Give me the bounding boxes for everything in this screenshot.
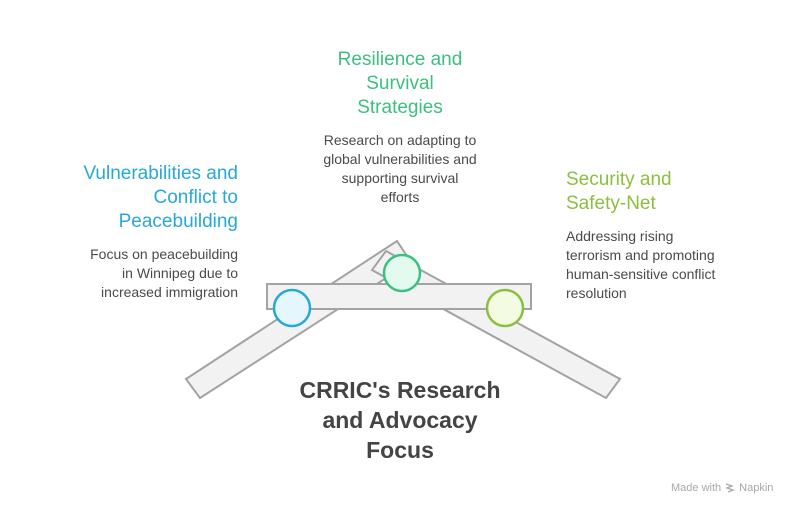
item-heading: Security and Safety-Net [566,168,766,216]
item-resilience: Resilience and Survival Strategies Resea… [300,48,500,207]
item-description: Focus on peacebuilding in Winnipeg due t… [40,245,238,302]
heading-line: Survival [366,73,434,94]
heading-line: Strategies [357,97,443,118]
description-line: terrorism and promoting [566,247,715,263]
node-circle-security [485,288,525,328]
title-line: and Advocacy [322,407,478,433]
heading-line: Safety-Net [566,193,656,214]
description-line: Research on adapting to [323,132,477,148]
item-description: Addressing rising terrorism and promotin… [566,227,766,303]
heading-line: Vulnerabilities and [83,163,238,184]
description-line: supporting survival [341,170,459,186]
description-line: in Winnipeg due to [122,265,238,281]
item-heading: Resilience and Survival Strategies [300,48,500,120]
description-line: global vulnerabilities and [323,151,477,167]
made-with-napkin-badge[interactable]: Made with Napkin [671,482,773,494]
made-with-label: Made with [671,482,722,494]
description-line: resolution [566,285,627,301]
title-line: CRRIC's Research [299,377,501,403]
item-vulnerabilities: Vulnerabilities and Conflict to Peacebui… [40,162,238,302]
description-line: Focus on peacebuilding [90,246,238,262]
heading-line: Conflict to [153,187,238,208]
title-line: Focus [366,437,434,463]
description-line: increased immigration [101,284,238,300]
description-line: Addressing rising [566,228,674,244]
diagram-title: CRRIC's Research and Advocacy Focus [280,375,520,465]
napkin-logo-icon [725,483,736,493]
item-description: Research on adapting to global vulnerabi… [300,131,500,207]
heading-line: Peacebuilding [118,211,238,232]
heading-line: Resilience and [337,49,463,70]
heading-line: Security and [566,169,672,190]
description-line: human-sensitive conflict [566,266,716,282]
description-line: efforts [380,189,420,205]
item-security: Security and Safety-Net Addressing risin… [566,168,766,303]
item-heading: Vulnerabilities and Conflict to Peacebui… [40,162,238,234]
napkin-brand-label: Napkin [739,482,774,494]
node-circle-vulnerabilities [272,288,312,328]
node-circle-resilience [382,253,422,293]
